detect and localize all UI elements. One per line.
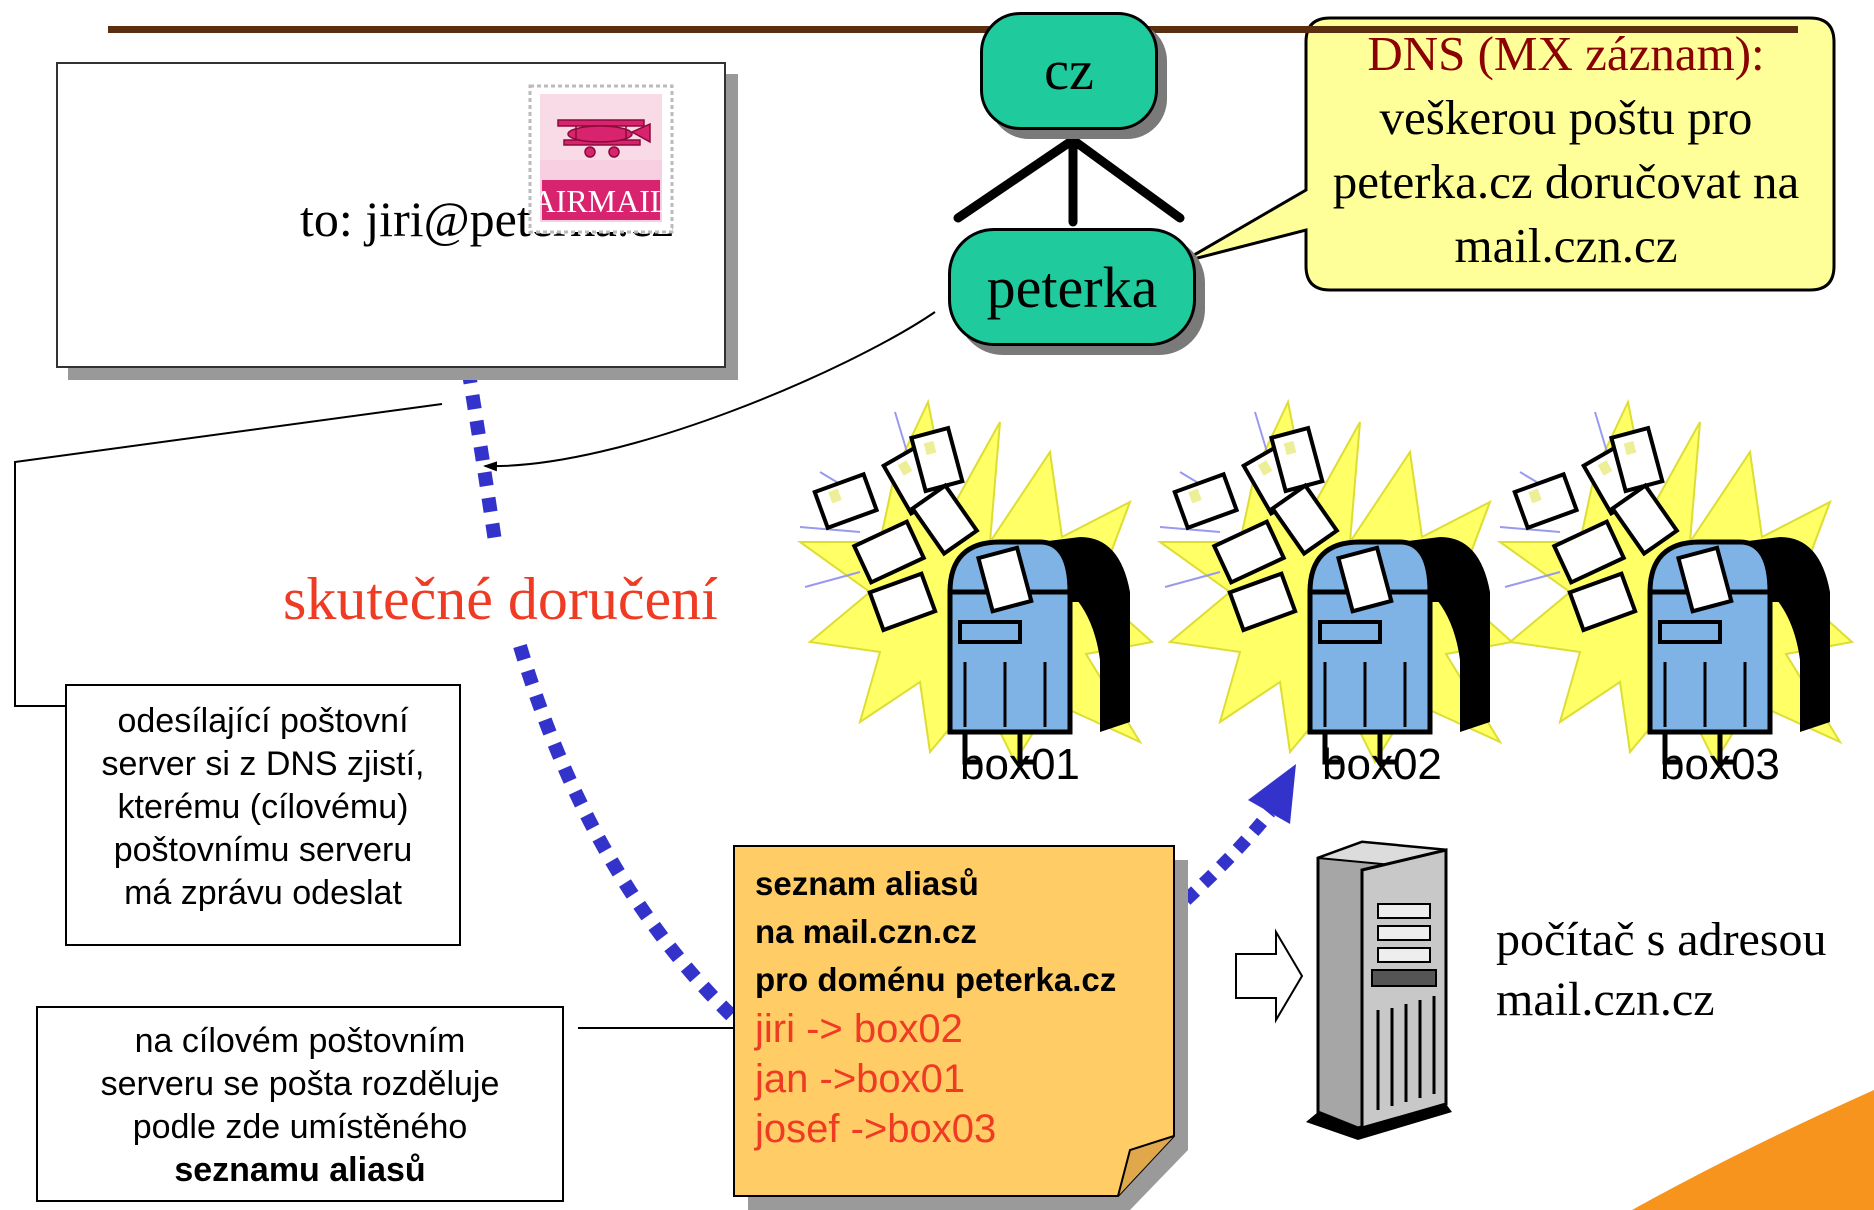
sender-note: odesílající poštovní server si z DNS zji… — [65, 684, 461, 946]
server-caption-line: mail.czn.cz — [1496, 973, 1715, 1026]
alias-list: seznam aliasů na mail.czn.cz pro doménu … — [755, 860, 1116, 1154]
alias-header-line: na mail.czn.cz — [755, 913, 977, 950]
mailbox-label-03: box03 — [1660, 740, 1780, 789]
sender-note-line: server si z DNS zjistí, — [101, 745, 425, 783]
dns-node-peterka: peterka — [948, 228, 1196, 346]
delivery-path-lower — [513, 643, 741, 1026]
dns-lookup-curve — [483, 311, 936, 472]
mailbox-03-graphic — [1500, 402, 1852, 762]
airmail-stamp: AIRMAIL — [528, 84, 674, 234]
dns-callout-bubble — [1181, 16, 1836, 292]
stamp-text: AIRMAIL — [533, 183, 670, 219]
dns-node-cz: cz — [980, 12, 1158, 130]
hollow-arrow-icon — [1235, 928, 1304, 1024]
sender-note-line: kterému (cílovému) — [117, 788, 409, 826]
sender-note-line: má zprávu odeslat — [124, 874, 402, 912]
dns-node-peterka-label: peterka — [986, 254, 1158, 320]
target-note-bold-line: seznamu aliasů — [174, 1151, 426, 1189]
mailbox-label-02: box02 — [1322, 740, 1442, 789]
callout-line: veškerou poštu pro — [1379, 90, 1753, 145]
sender-note-line: poštovnímu serveru — [113, 831, 413, 869]
callout-line: peterka.cz doručovat na — [1332, 154, 1800, 209]
dns-tree-edges — [953, 135, 1185, 227]
server-caption: počítač s adresou mail.czn.cz — [1496, 910, 1827, 1030]
top-rule — [108, 26, 1798, 33]
target-note-line: podle zde umístěného — [132, 1108, 468, 1146]
alias-note-fold — [1117, 1135, 1175, 1197]
alias-header-line: seznam aliasů — [755, 865, 979, 902]
delivery-arrowhead — [1248, 764, 1296, 824]
target-note: na cílovém poštovním serveru se pošta ro… — [36, 1006, 564, 1202]
mailbox-01-graphic — [800, 402, 1152, 762]
mailbox-02-graphic — [1160, 402, 1512, 762]
server-tower-icon — [1306, 840, 1452, 1140]
alias-entry: jiri -> box02 — [755, 1007, 963, 1051]
mailbox-label-01: box01 — [960, 740, 1080, 789]
target-note-line: na cílovém poštovním — [134, 1022, 466, 1060]
alias-entry: jan ->box01 — [755, 1057, 966, 1101]
callout-line: mail.czn.cz — [1454, 218, 1678, 273]
sender-note-connector — [14, 403, 443, 707]
server-caption-line: počítač s adresou — [1496, 913, 1827, 966]
callout-title: DNS (MX záznam): — [1367, 26, 1765, 81]
alias-entry: josef ->box03 — [755, 1107, 997, 1151]
alias-header-line: pro doménu peterka.cz — [755, 961, 1117, 998]
target-note-line: serveru se pošta rozděluje — [100, 1065, 500, 1103]
corner-accent — [1632, 1090, 1874, 1210]
dns-callout-text: DNS (MX záznam): veškerou poštu pro pete… — [1296, 22, 1836, 278]
sender-note-line: odesílající poštovní — [117, 702, 409, 740]
dns-node-cz-label: cz — [1044, 40, 1094, 102]
delivery-label: skutečné doručení — [283, 566, 718, 632]
delivery-path-to-box02 — [1181, 807, 1276, 905]
